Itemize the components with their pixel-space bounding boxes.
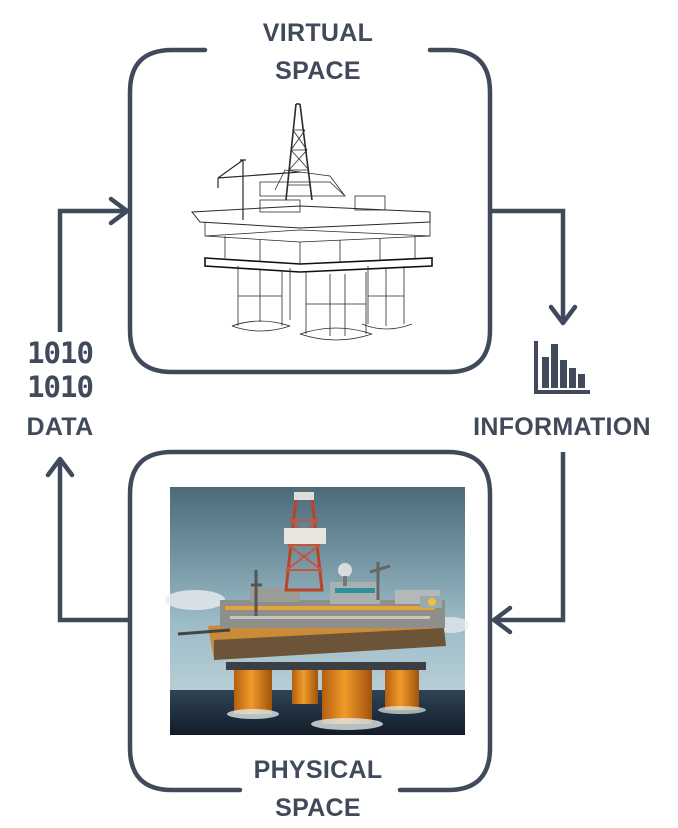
data-label: DATA [26, 413, 94, 441]
physical-space-label: PHYSICAL SPACE [218, 751, 418, 827]
physical-space-line2: SPACE [275, 794, 361, 822]
virtual-space-label: VIRTUAL SPACE [218, 14, 418, 90]
virtual-space-line1: VIRTUAL [262, 19, 374, 47]
bar-chart-icon [534, 341, 590, 394]
binary-line-1: 1010 [27, 336, 94, 370]
virtual-space-line2: SPACE [275, 57, 361, 85]
information-label: INFORMATION [473, 413, 651, 441]
arrow-to-data [57, 462, 130, 623]
arrow-to-information [490, 208, 566, 320]
oil-platform-photo [165, 487, 470, 735]
arrow-head-down [548, 304, 578, 326]
virtual-space-frame [127, 47, 493, 375]
binary-data-icon: 1010 1010 [20, 336, 100, 404]
physical-space-frame [127, 449, 493, 793]
wireframe-oil-platform-icon [191, 103, 433, 341]
binary-line-2: 1010 [27, 370, 94, 404]
arrow-to-physical [496, 452, 566, 623]
arrow-head-up [45, 456, 75, 478]
arrow-head-left [491, 605, 513, 635]
arrow-head-right [108, 196, 130, 226]
arrow-to-virtual [57, 208, 124, 332]
physical-space-line1: PHYSICAL [253, 756, 383, 784]
